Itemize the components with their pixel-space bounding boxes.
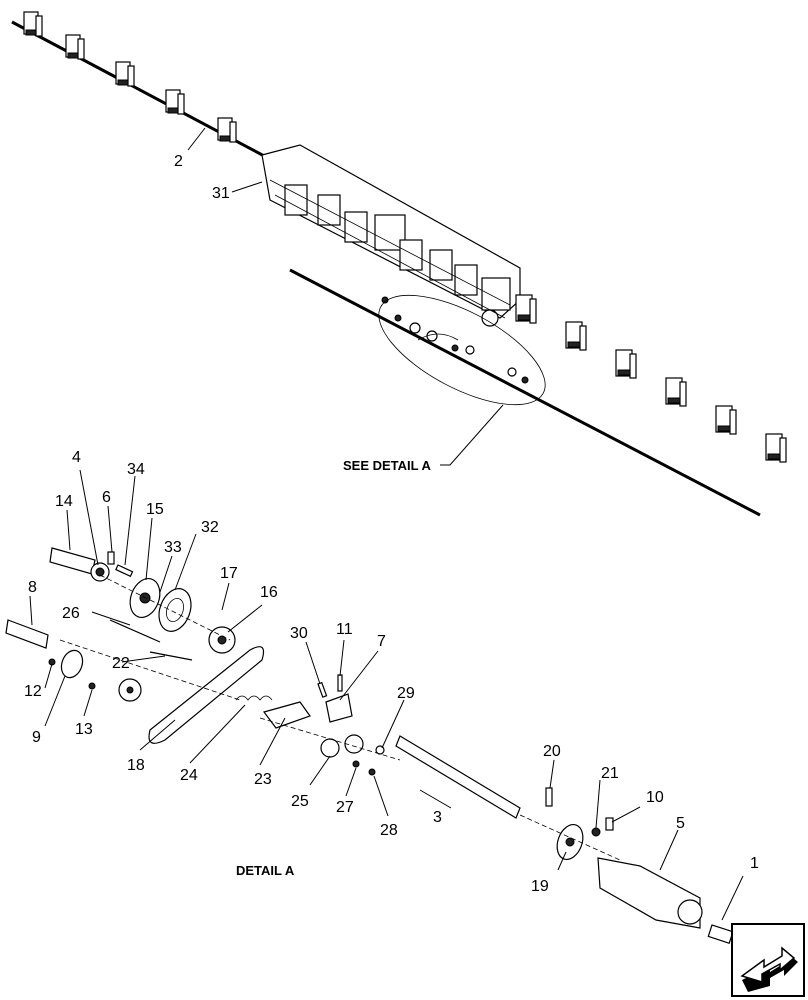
callout-16: 16 bbox=[260, 584, 278, 601]
callout-27: 27 bbox=[336, 799, 354, 816]
detail-a-ellipse bbox=[378, 294, 546, 406]
next-page-arrow-icon[interactable] bbox=[731, 923, 805, 997]
callout-5: 5 bbox=[676, 815, 685, 832]
callout-labels: 1 2 3 4 5 6 7 8 9 10 11 12 13 14 15 16 1… bbox=[24, 153, 759, 895]
callout-17: 17 bbox=[220, 565, 238, 582]
callout-15: 15 bbox=[146, 501, 164, 518]
callout-26: 26 bbox=[62, 605, 80, 622]
callout-23: 23 bbox=[254, 771, 272, 788]
callout-18: 18 bbox=[127, 757, 145, 774]
see-detail-caption: SEE DETAIL A bbox=[343, 458, 431, 473]
callout-8: 8 bbox=[28, 579, 37, 596]
callout-32: 32 bbox=[201, 519, 219, 536]
callout-29: 29 bbox=[397, 685, 415, 702]
callout-28: 28 bbox=[380, 822, 398, 839]
callout-11: 11 bbox=[336, 621, 353, 638]
callout-4: 4 bbox=[72, 449, 81, 466]
callout-25: 25 bbox=[291, 793, 309, 810]
callout-31: 31 bbox=[212, 185, 230, 202]
callout-19: 19 bbox=[531, 878, 549, 895]
callout-7: 7 bbox=[377, 633, 386, 650]
detail-a-caption: DETAIL A bbox=[236, 863, 295, 878]
bracket-group-upper bbox=[23, 11, 237, 143]
callout-9: 9 bbox=[32, 729, 41, 746]
callout-34: 34 bbox=[127, 461, 145, 478]
leader-lines bbox=[29, 127, 744, 921]
callout-20: 20 bbox=[543, 743, 561, 760]
main-frame-housing bbox=[261, 144, 521, 327]
callout-22: 22 bbox=[112, 655, 130, 672]
bracket-group-lower bbox=[515, 294, 787, 463]
detail-area-parts bbox=[381, 296, 529, 384]
detail-a-assembly bbox=[5, 547, 734, 944]
callout-3: 3 bbox=[433, 809, 442, 826]
callout-6: 6 bbox=[102, 489, 111, 506]
callout-12: 12 bbox=[24, 683, 42, 700]
callout-24: 24 bbox=[180, 767, 198, 784]
callout-14: 14 bbox=[55, 493, 73, 510]
callout-21: 21 bbox=[601, 765, 619, 782]
callout-10: 10 bbox=[646, 789, 664, 806]
callout-1: 1 bbox=[750, 855, 759, 872]
callout-33: 33 bbox=[164, 539, 182, 556]
callout-2: 2 bbox=[174, 153, 183, 170]
callout-30: 30 bbox=[290, 625, 308, 642]
callout-13: 13 bbox=[75, 721, 93, 738]
upper-shaft-assembly bbox=[11, 11, 787, 517]
